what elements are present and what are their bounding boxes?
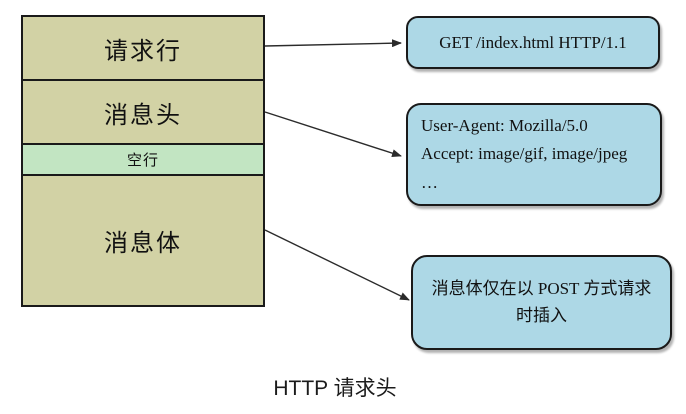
callout-headers: User-Agent: Mozilla/5.0 Accept: image/gi… [406,103,662,206]
headers-label: 消息头 [104,101,182,129]
blank-line-label: 空行 [126,152,159,169]
arrow-request-line [264,39,402,48]
stack-row-blank-line: 空行 [23,143,263,174]
callout-headers-line3: … [421,172,438,192]
callout-body-note: 消息体仅在以 POST 方式请求时插入 [411,255,672,350]
arrow-body [264,229,410,301]
callout-body-note-text: 消息体仅在以 POST 方式请求时插入 [431,279,652,325]
request-structure-stack: 请求行 消息头 空行 消息体 [21,15,265,307]
callout-request-line: GET /index.html HTTP/1.1 [406,16,660,69]
stack-row-headers: 消息头 [23,79,263,143]
stack-row-request-line: 请求行 [23,17,263,79]
request-line-label: 请求行 [104,37,182,65]
diagram-caption: HTTP 请求头 [273,377,397,400]
callout-headers-line2: Accept: image/gif, image/jpeg [421,144,628,164]
callout-request-line-text: GET /index.html HTTP/1.1 [439,32,627,52]
arrow-headers [264,111,402,158]
callout-headers-line1: User-Agent: Mozilla/5.0 [421,116,588,136]
body-label: 消息体 [104,230,182,257]
stack-row-body: 消息体 [23,174,263,305]
